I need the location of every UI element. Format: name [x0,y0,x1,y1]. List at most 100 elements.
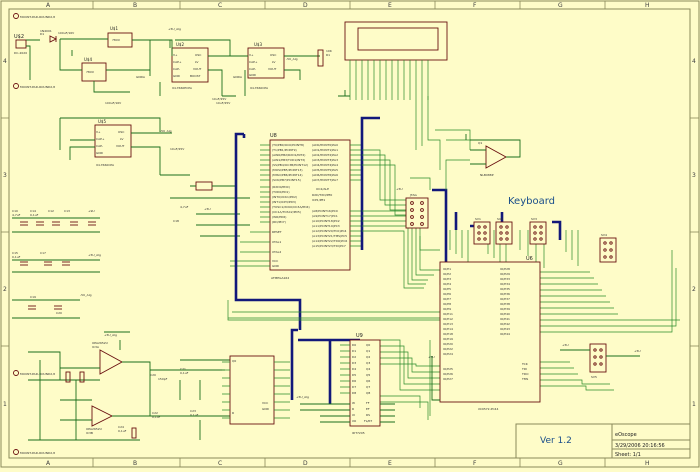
svg-text:D2: D2 [352,355,356,359]
svg-text:TDO: TDO [521,372,529,376]
mount-pad-icon [13,13,19,19]
mount-pad-icon [13,449,19,455]
lcd-display [338,21,448,100]
u3-part: ICL7660CPA [250,86,269,90]
svg-text:Q4: Q4 [366,367,370,371]
svg-text:(TOSC1/XCK0/OC3A/PD4): (TOSC1/XCK0/OC3A/PD4) [272,205,310,209]
svg-text:IO/P39: IO/P39 [500,307,510,311]
svg-text:0,1uF: 0,1uF [12,255,21,259]
mount-pad-label: MOUNT-PAD-ROUND2,8 [20,372,55,376]
u2-ref: U$2 [176,42,184,47]
svg-text:(A11/PCINT19)PC3: (A11/PCINT19)PC3 [312,224,340,228]
svg-text:IO/P8: IO/P8 [443,302,451,306]
svg-text:TDI: TDI [521,367,527,371]
net-label: -5U_Alg [160,129,172,133]
svg-text:IO/P28: IO/P28 [500,267,510,271]
svg-text:SV2: SV2 [497,217,503,221]
col-label: B [133,460,137,467]
svg-text:Q8: Q8 [366,391,370,395]
svg-text:D6: D6 [352,379,356,383]
fifo-u9-body [349,339,381,427]
gnd-label: GNDA [233,75,243,79]
header-sv2 [495,221,513,245]
svg-text:IO/P33: IO/P33 [500,277,510,281]
svg-text:0,1uF: 0,1uF [190,413,199,417]
column-letters-bottom: A B C D E F G H [46,460,650,467]
regulator-u4-part: 78XX [86,70,94,74]
svg-text:RXD/TXD/PE0: RXD/TXD/PE0 [312,193,332,197]
svg-text:GND: GND [249,73,257,77]
svg-text:(A9/PCINT17)PC1: (A9/PCINT17)PC1 [312,214,338,218]
col-label: C [218,2,222,9]
svg-text:R: R [352,407,354,411]
version-label: Ver 1.2 [540,436,572,446]
col-label: E [388,2,392,9]
svg-text:CAP-: CAP- [173,67,180,71]
svg-text:C23: C23 [190,409,196,413]
header-sv5 [589,343,607,373]
svg-text:(RXD0/PD0): (RXD0/PD0) [272,185,290,189]
row-numbers-left: 1 2 3 4 [3,58,7,408]
svg-text:C22: C22 [152,411,158,415]
svg-text:IO/P20: IO/P20 [443,342,453,346]
svg-text:(AD1/PCINT1)PA1: (AD1/PCINT1)PA1 [312,148,338,152]
net-label: -5U_Alg [286,57,298,61]
svg-text:(T0/PB0/OC0/PCINT8): (T0/PB0/OC0/PCINT8) [272,143,304,147]
svg-text:IO/P34: IO/P34 [500,282,510,286]
svg-text:IO/P4: IO/P4 [443,282,451,286]
svg-text:D0: D0 [352,343,356,347]
dc-jack-part: DC-2020 [14,51,27,55]
svg-text:(AD4/PCINT4)PA4: (AD4/PCINT4)PA4 [312,163,338,167]
svg-text:C21: C21 [180,367,186,371]
svg-text:C14: C14 [30,209,36,213]
svg-text:(A10/PCINT18)PC2: (A10/PCINT18)PC2 [312,219,340,223]
svg-text:C20: C20 [56,311,62,315]
svg-text:C15: C15 [12,251,18,255]
svg-text:V+: V+ [173,53,178,57]
svg-text:IO/P25: IO/P25 [443,367,453,371]
svg-text:SV1: SV1 [475,217,481,221]
u6-part: XC9572-PC44 [478,407,498,411]
svg-text:IO/P26: IO/P26 [443,372,453,376]
svg-text:(AD2/PCINT2)PA2: (AD2/PCINT2)PA2 [312,153,338,157]
header-sv1 [473,221,491,245]
col-label: A [46,460,51,467]
svg-text:0,1uF: 0,1uF [152,415,161,419]
u8-left-pins: (T0/PB0/OC0/PCINT8) (T1/PB1/PCINT9) (AIN… [272,143,310,268]
svg-text:ICP1/PE1: ICP1/PE1 [312,198,325,202]
svg-text:GND: GND [262,407,270,411]
analog-front-end: OPA2652U IC3A OPA2652U IC3B +5U_Alg C20 … [28,331,230,441]
col-label: G [558,2,563,9]
cpld-u6-body [439,261,541,403]
svg-text:Q5: Q5 [366,373,370,377]
inner-frame [8,8,691,459]
svg-text:Q3: Q3 [366,361,370,365]
header-sv3 [529,221,547,245]
svg-text:SV5: SV5 [591,375,597,379]
svg-text:CAP+: CAP+ [249,60,258,64]
net-label: +5U [428,355,435,359]
u5-part: ICL7660CPA [96,163,115,167]
net-label: +5U_Alg [104,333,117,337]
svg-text:VCC: VCC [262,401,268,405]
svg-text:RS: RS [366,413,370,417]
diode-icon [49,35,58,43]
svg-text:C18: C18 [173,219,179,223]
title-block-frame [515,423,691,459]
svg-text:0,1uF: 0,1uF [30,213,39,217]
regulator-u4-ref: U$4 [84,57,92,62]
svg-text:XTAL1: XTAL1 [272,240,281,244]
svg-text:IO/P6: IO/P6 [443,292,451,296]
project-date: 3/29/2006 20:16:56 [615,443,665,449]
row-label: 4 [3,58,7,65]
svg-text:IO/P22: IO/P22 [443,347,453,351]
cap-c27-value: 10uF/25V [170,147,185,151]
svg-text:IO/P27: IO/P27 [443,377,453,381]
svg-text:(INT0/XCK1/PD2): (INT0/XCK1/PD2) [272,195,297,199]
svg-text:(A15/PCINT23/TDI)PC7: (A15/PCINT23/TDI)PC7 [312,244,346,248]
svg-text:(T1/PB1/PCINT9): (T1/PB1/PCINT9) [272,148,297,152]
svg-text:(MISO/PB6/PCINT14): (MISO/PB6/PCINT14) [272,173,303,177]
svg-text:Q2: Q2 [366,355,370,359]
u8-part: ATMEGA162 [271,276,289,280]
header-sv4 [599,237,617,263]
